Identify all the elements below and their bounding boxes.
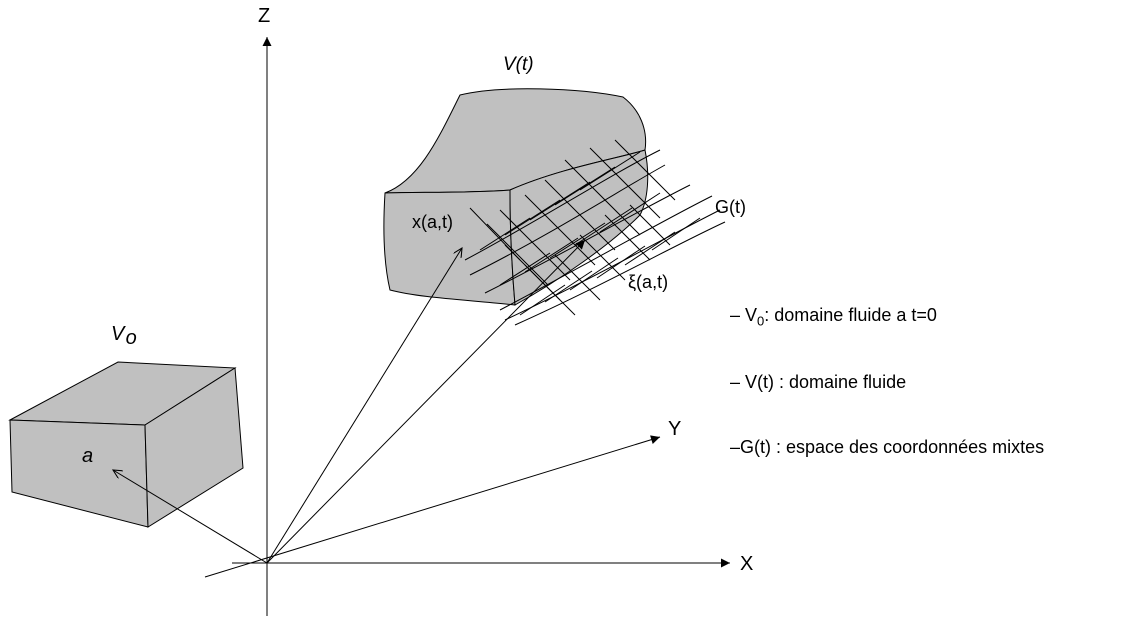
x-axis-label: X: [740, 553, 753, 575]
grid-cross: [589, 147, 661, 219]
grid-cross: [599, 192, 661, 233]
grid-cross: [499, 209, 571, 281]
legend-v0-dash: – V: [730, 305, 758, 325]
grid-cross: [579, 151, 641, 191]
grid-cross: [629, 204, 671, 246]
y-axis-label: Y: [668, 418, 681, 440]
x-a-t-label: x(a,t): [412, 212, 453, 232]
grid-cross: [524, 194, 596, 266]
vector-xi-a-t: [266, 239, 586, 564]
grid-line-long: [469, 164, 666, 276]
grid-cross: [479, 217, 531, 251]
grid-cross: [596, 245, 646, 279]
grid-cross: [544, 270, 593, 303]
legend-v0-text: : domaine fluide a t=0: [764, 305, 937, 325]
grid-cross: [554, 166, 616, 206]
legend-vt-text: – V(t) : domaine fluide: [730, 372, 907, 392]
grid-cross: [544, 179, 616, 251]
grid-cross: [524, 237, 579, 273]
grid-cross: [529, 181, 591, 221]
z-axis-label: Z: [258, 5, 270, 27]
legend-v0-sub: 0: [757, 313, 765, 329]
legend-gt-text: –G(t) : espace des coordonnées mixtes: [730, 437, 1045, 457]
legend-gt: –G(t) : espace des coordonnées mixtes: [730, 437, 1044, 458]
grid-cross: [564, 159, 641, 236]
vt-domain-body: [383, 88, 649, 306]
grid-cross: [524, 264, 576, 316]
grid-cross: [651, 217, 701, 251]
gt-grid: [464, 139, 726, 326]
vt-label: V(t): [503, 54, 534, 75]
grid-cross: [519, 284, 566, 316]
grid-cross: [499, 252, 551, 286]
vector-a: [113, 470, 268, 564]
grid-cross: [569, 257, 619, 291]
grid-cross: [614, 139, 676, 201]
gt-label: G(t): [715, 197, 746, 217]
grid-cross: [574, 207, 633, 246]
legend-vt: – V(t) : domaine fluide: [730, 372, 906, 393]
legend-v0: – V0: domaine fluide a t=0: [730, 305, 937, 329]
grid-line-long: [499, 195, 713, 311]
axes: [204, 37, 730, 616]
vector-x-a-t: [266, 248, 462, 564]
v0-side-face: [144, 367, 244, 528]
xi-a-t-label: ξ(a,t): [628, 272, 668, 292]
v0-front-face: [9, 419, 149, 528]
grid-line-long: [464, 149, 661, 261]
v0-domain-box: [8, 361, 244, 528]
point-a-label: a: [82, 445, 93, 467]
grid-cross: [486, 223, 549, 286]
grid-cross: [504, 199, 561, 236]
y-axis: [204, 435, 661, 578]
grid-line-long: [514, 221, 726, 326]
grid-cross: [604, 214, 651, 261]
grid-cross: [579, 234, 626, 281]
vt-side-face: [509, 149, 649, 306]
vectors: [113, 239, 586, 564]
grid-cross: [624, 231, 676, 266]
